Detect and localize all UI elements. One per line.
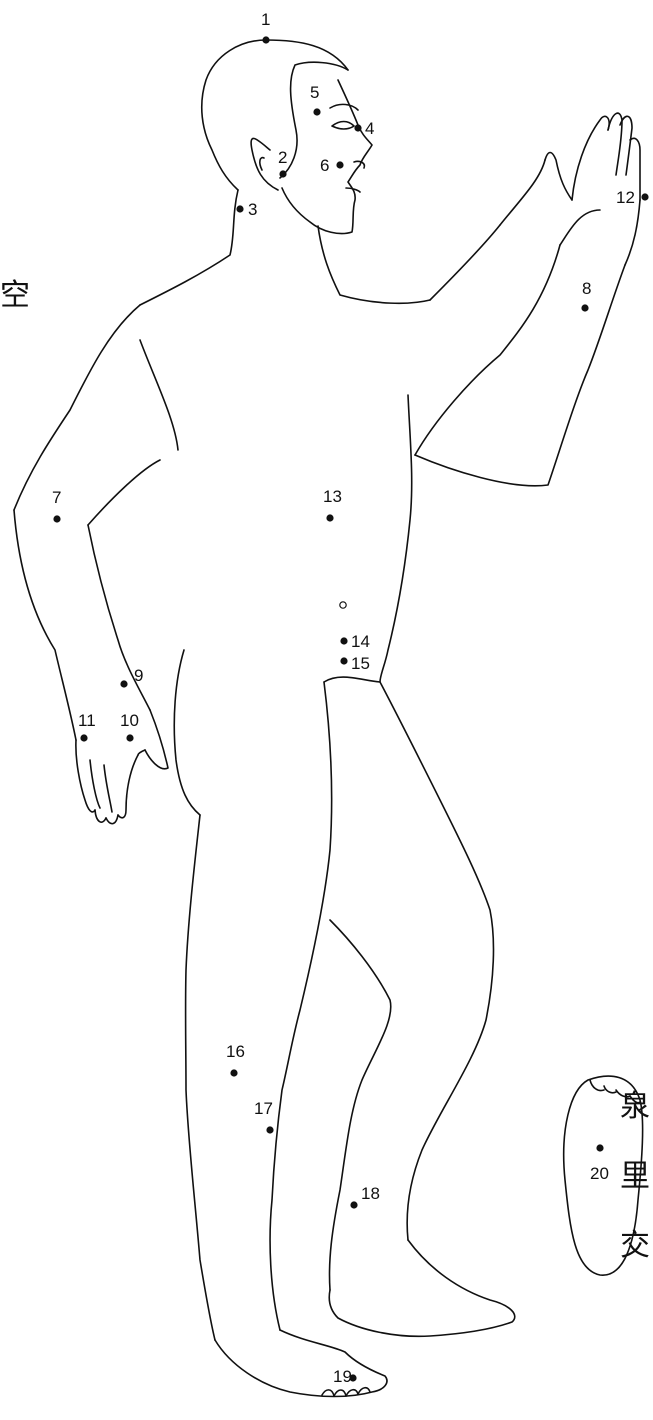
side-glyph-quan: 泉 <box>620 1089 650 1124</box>
acupoint-label-20: 20 <box>590 1164 609 1183</box>
acupoint-dot-17 <box>266 1126 273 1133</box>
acupoint-label-5: 5 <box>310 83 319 102</box>
acupoint-label-10: 10 <box>120 711 139 730</box>
acupoint-dot-4 <box>354 124 361 131</box>
acupoint-dot-14 <box>340 637 347 644</box>
acupoint-label-17: 17 <box>254 1099 273 1118</box>
acupoint-dot-12 <box>641 193 648 200</box>
legs-outline <box>186 682 515 1397</box>
acupoint-dot-8 <box>581 304 588 311</box>
acupoint-label-9: 9 <box>134 666 143 685</box>
acupoint-dot-2 <box>279 170 286 177</box>
acupoint-dot-10 <box>126 734 133 741</box>
torso-outline <box>14 190 430 815</box>
acupoint-label-7: 7 <box>52 488 61 507</box>
acupoint-dot-16 <box>230 1069 237 1076</box>
acupoint-dot-15 <box>340 657 347 664</box>
acupoint-label-11: 11 <box>78 711 96 730</box>
acupoint-dot-5 <box>313 108 320 115</box>
side-glyph-kong: 空 <box>0 278 30 313</box>
acupoint-label-6: 6 <box>320 156 329 175</box>
acupoint-dot-11 <box>80 734 87 741</box>
acupoint-label-3: 3 <box>248 200 257 219</box>
acupoint-label-13: 13 <box>323 487 342 506</box>
acupoint-label-4: 4 <box>365 119 374 138</box>
lower-arm-outline <box>14 460 168 824</box>
acupoint-label-14: 14 <box>351 632 370 651</box>
acupoint-label-18: 18 <box>361 1184 380 1203</box>
acupoint-label-15: 15 <box>351 654 370 673</box>
acupoint-dot-3 <box>236 205 243 212</box>
raised-arm-outline <box>415 113 640 486</box>
acupoint-dot-18 <box>350 1201 357 1208</box>
acupoint-label-16: 16 <box>226 1042 245 1061</box>
side-glyph-jiao: 交 <box>620 1228 650 1263</box>
head-outline <box>202 40 372 234</box>
acupoint-label-8: 8 <box>582 279 591 298</box>
acupoint-label-19: 19 <box>333 1367 352 1386</box>
acupoint-dot-6 <box>336 161 343 168</box>
acupoint-dot-1 <box>262 36 269 43</box>
side-glyph-li: 里 <box>620 1159 650 1194</box>
acupoint-dot-7 <box>53 515 60 522</box>
acupoint-label-1: 1 <box>261 10 270 29</box>
acupoint-dot-13 <box>326 514 333 521</box>
acupoint-label-12: 12 <box>616 188 635 207</box>
acupoint-dot-20 <box>596 1144 603 1151</box>
acupoint-dot-9 <box>120 680 127 687</box>
open-circle-marker <box>340 602 346 608</box>
acupoint-label-2: 2 <box>278 148 287 167</box>
